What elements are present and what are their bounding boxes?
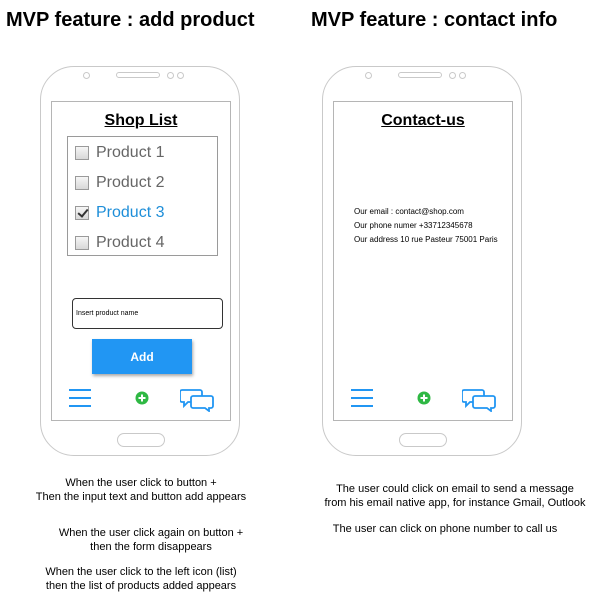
note-add-2: When the user click again on button + th…	[10, 526, 292, 554]
home-button	[117, 433, 165, 447]
chat-bubbles-icon[interactable]	[180, 388, 214, 412]
menu-icon[interactable]	[351, 388, 373, 408]
product-label: Product 3	[96, 204, 165, 221]
add-product-heading: MVP feature : add product	[6, 9, 255, 31]
screen-title: Contact-us	[381, 112, 465, 129]
product-item[interactable]: Product 1	[75, 142, 164, 164]
product-item[interactable]: Product 2	[75, 172, 164, 194]
product-name-input[interactable]: Insert product name	[72, 298, 223, 329]
contact-address: Our address 10 rue Pasteur 75001 Paris	[354, 235, 498, 244]
note-line: then the form disappears	[90, 541, 212, 553]
screen-title: Shop List	[104, 112, 178, 129]
note-contact-2: The user can click on phone number to ca…	[290, 522, 600, 536]
checkbox[interactable]	[75, 146, 89, 160]
note-add-3: When the user click to the left icon (li…	[0, 565, 282, 593]
product-label: Product 2	[96, 174, 165, 191]
front-camera	[83, 72, 90, 79]
contact-info-heading: MVP feature : contact info	[311, 9, 558, 31]
front-camera	[365, 72, 372, 79]
note-line: When the user click to the left icon (li…	[45, 566, 237, 578]
contact-email[interactable]: Our email : contact@shop.com	[354, 207, 464, 216]
note-add-1: When the user click to button + Then the…	[0, 476, 282, 504]
phone-frame-add-product: Shop List Product 1 Product 2 Product 3 …	[40, 66, 240, 456]
note-line: then the list of products added appears	[45, 580, 237, 592]
home-button	[399, 433, 447, 447]
phone-frame-contact: Contact-us Our email : contact@shop.com …	[322, 66, 522, 456]
product-label: Product 1	[96, 144, 165, 161]
sensor	[177, 72, 184, 79]
contact-phone[interactable]: Our phone numer +33712345678	[354, 221, 473, 230]
chat-bubbles-icon[interactable]	[462, 388, 496, 412]
plus-circle-icon[interactable]	[417, 391, 431, 405]
product-item[interactable]: Product 4	[75, 232, 164, 254]
speaker-grille	[116, 72, 160, 78]
note-line: When the user click to button +	[65, 477, 217, 489]
speaker-grille	[398, 72, 442, 78]
note-line: Then the input text and button add appea…	[35, 491, 247, 503]
add-button[interactable]: Add	[92, 339, 192, 374]
menu-icon[interactable]	[69, 388, 91, 408]
note-line: When the user click again on button +	[58, 527, 244, 539]
product-label: Product 4	[96, 234, 165, 251]
phone-screen: Shop List Product 1 Product 2 Product 3 …	[51, 101, 231, 421]
note-line: from his email native app, for instance …	[324, 497, 586, 509]
sensor	[449, 72, 456, 79]
checkbox-checked[interactable]	[75, 206, 89, 220]
phone-screen: Contact-us Our email : contact@shop.com …	[333, 101, 513, 421]
checkbox[interactable]	[75, 176, 89, 190]
product-item[interactable]: Product 3	[75, 202, 164, 224]
note-line: The user can click on phone number to ca…	[332, 523, 558, 535]
product-list: Product 1 Product 2 Product 3 Product 4	[67, 136, 218, 256]
sensor	[459, 72, 466, 79]
note-contact-1: The user could click on email to send a …	[300, 482, 610, 510]
checkbox[interactable]	[75, 236, 89, 250]
sensor	[167, 72, 174, 79]
plus-circle-icon[interactable]	[135, 391, 149, 405]
contact-details: Our email : contact@shop.com Our phone n…	[354, 205, 498, 247]
note-line: The user could click on email to send a …	[336, 483, 574, 495]
